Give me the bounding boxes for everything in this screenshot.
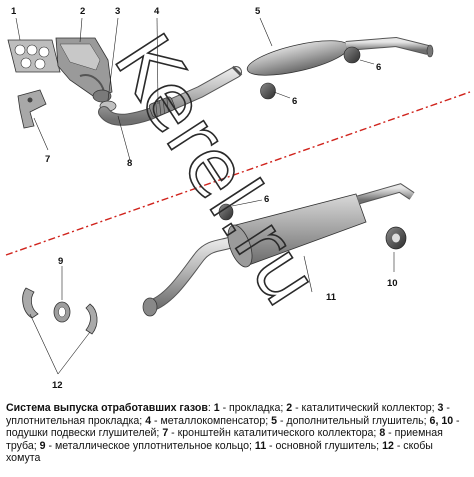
- callout-3: 3: [115, 6, 120, 17]
- callout-10: 10: [387, 278, 398, 289]
- caption-item-text: - приемная труба;: [6, 427, 443, 452]
- caption-item-num: 6, 10: [429, 414, 454, 427]
- callout-9: 9: [58, 256, 63, 267]
- callout-7: 7: [45, 154, 50, 165]
- caption-item-num: 11: [254, 439, 267, 452]
- main-muffler-part-11: [142, 183, 415, 317]
- caption-item-num: 8: [379, 427, 386, 440]
- manifold-bracket-part-7: [17, 89, 47, 129]
- mount-cushion-part-6-upper: [260, 46, 361, 100]
- caption-item-text: - каталитический коллектор;: [292, 402, 438, 414]
- caption-title: Система выпуска отработавших газов: [6, 402, 208, 414]
- caption-item-text: - подушки подвески глушителей;: [6, 414, 460, 440]
- callout-12: 12: [52, 380, 63, 391]
- caption-item-num: 7: [162, 427, 169, 440]
- callout-6c: 6: [264, 194, 269, 205]
- figure-caption: Система выпуска отработавших газов: 1 - …: [6, 402, 468, 465]
- callout-2: 2: [80, 6, 85, 17]
- caption-item-num: 3: [437, 402, 444, 414]
- gasket-part-1: [7, 39, 61, 73]
- callout-5: 5: [255, 6, 261, 17]
- caption-item-text: - металлокомпенсатор;: [151, 414, 272, 427]
- caption-colon: :: [207, 402, 214, 414]
- caption-item-text: - уплотнительная прокладка;: [6, 402, 450, 427]
- mount-cushion-part-6-lower: [218, 203, 234, 221]
- sealing-ring-part-9: [53, 301, 71, 323]
- caption-item-num: 12: [382, 439, 394, 452]
- caption-item-num: 9: [39, 439, 46, 452]
- exhaust-system-diagram: 1 2 3 4 5 6 6 7 8 6 9 10 11 12 Kerel.ru: [5, 6, 471, 391]
- caption-item-text: - дополнительный глушитель;: [277, 414, 430, 427]
- front-pipe-part-8: [98, 66, 242, 126]
- section-divider-line: [5, 91, 471, 256]
- callout-6b: 6: [292, 96, 297, 107]
- flex-compensator-part-4: [148, 96, 176, 118]
- caption-item-text: - прокладка;: [219, 402, 287, 414]
- caption-item-text: - металлическое уплотнительное кольцо;: [45, 439, 255, 452]
- mount-cushion-part-10: [385, 226, 407, 250]
- additional-muffler-part-5: [231, 36, 434, 77]
- caption-item-num: 5: [271, 414, 278, 427]
- callout-11: 11: [326, 292, 337, 303]
- caption-item-num: 2: [286, 402, 293, 414]
- callout-4: 4: [154, 6, 160, 17]
- callout-6a: 6: [376, 62, 381, 73]
- clamp-brackets-part-12: [22, 287, 98, 335]
- callout-leader-lines: [15, 17, 395, 375]
- caption-item-text: - кронштейн каталитического коллектора;: [168, 427, 380, 440]
- caption-item-num: 1: [213, 402, 220, 414]
- callout-8: 8: [127, 158, 132, 169]
- caption-item-text: - основной глушитель;: [266, 439, 383, 452]
- caption-item-text: - скобы хомута: [6, 439, 433, 465]
- catalytic-manifold-part-2: [55, 37, 113, 103]
- caption-item-num: 4: [145, 414, 152, 427]
- callout-1: 1: [11, 6, 17, 17]
